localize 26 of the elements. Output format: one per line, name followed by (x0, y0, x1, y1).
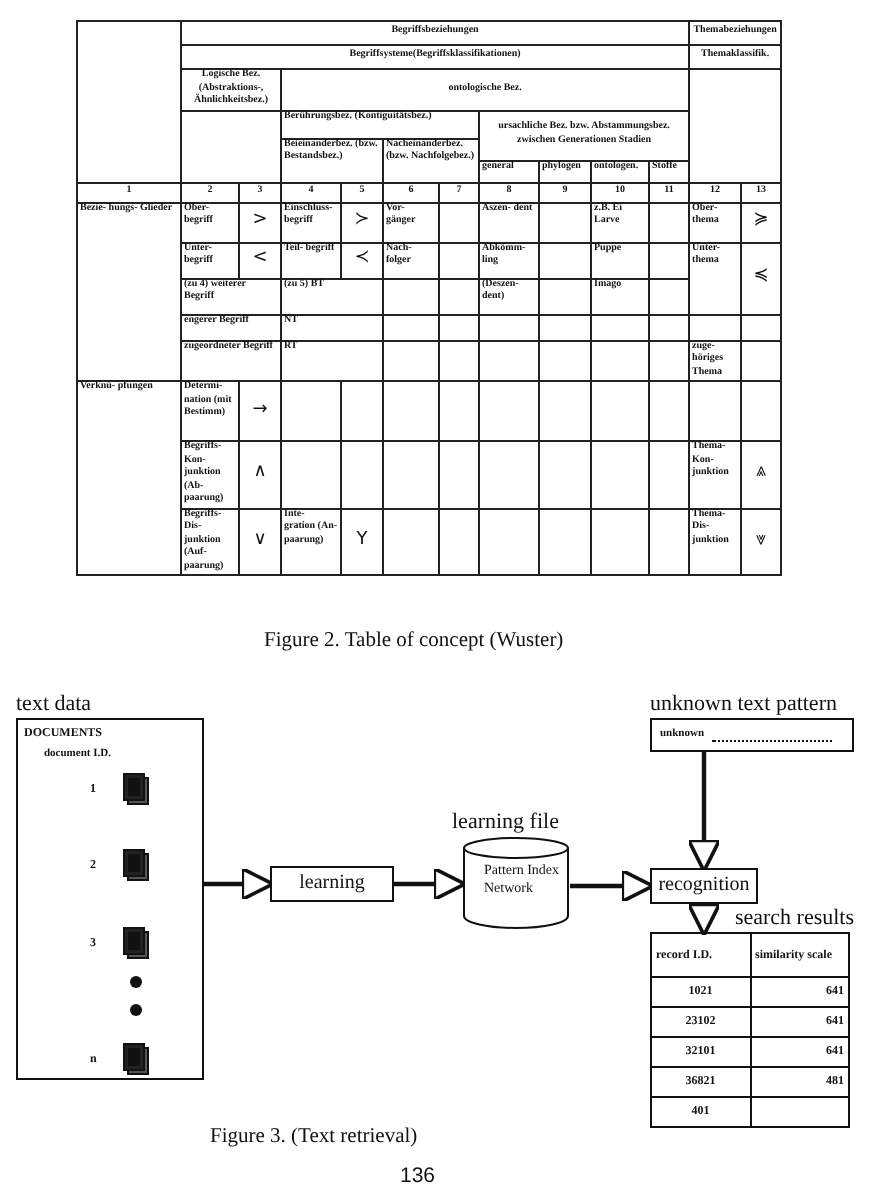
relation-symbol: → (239, 381, 281, 441)
process-box: recognition (650, 868, 758, 904)
relation-symbol: ≼ (741, 242, 782, 314)
heading-text: unknown text pattern (650, 692, 839, 718)
relation-symbol: Y (341, 508, 383, 575)
heading-text: learning file (452, 810, 561, 836)
relation-symbol: ∨ (239, 508, 281, 575)
figure-caption: Figure 2. Table of concept (Wuster) (264, 630, 564, 652)
relation-symbol: ≻ (341, 202, 383, 242)
arrow (204, 866, 275, 902)
page-number: 136 (400, 1164, 436, 1188)
arrow (570, 868, 655, 904)
relation-symbol: ∧ (239, 441, 281, 508)
relation-symbol: > (239, 202, 281, 242)
relation-symbol: ⩓ (741, 441, 782, 508)
arrow (394, 866, 467, 902)
relation-symbol: ≽ (741, 202, 782, 242)
arrow (686, 752, 722, 873)
heading-text: search results (732, 906, 854, 932)
figure-caption: Figure 3. (Text retrieval) (210, 1126, 418, 1148)
relation-symbol: ⩔ (741, 508, 782, 575)
process-box: learning (270, 866, 394, 902)
heading-text: text data (16, 692, 94, 718)
arrow (686, 902, 722, 937)
relation-symbol: < (239, 242, 281, 278)
relation-symbol: ≺ (341, 242, 383, 278)
